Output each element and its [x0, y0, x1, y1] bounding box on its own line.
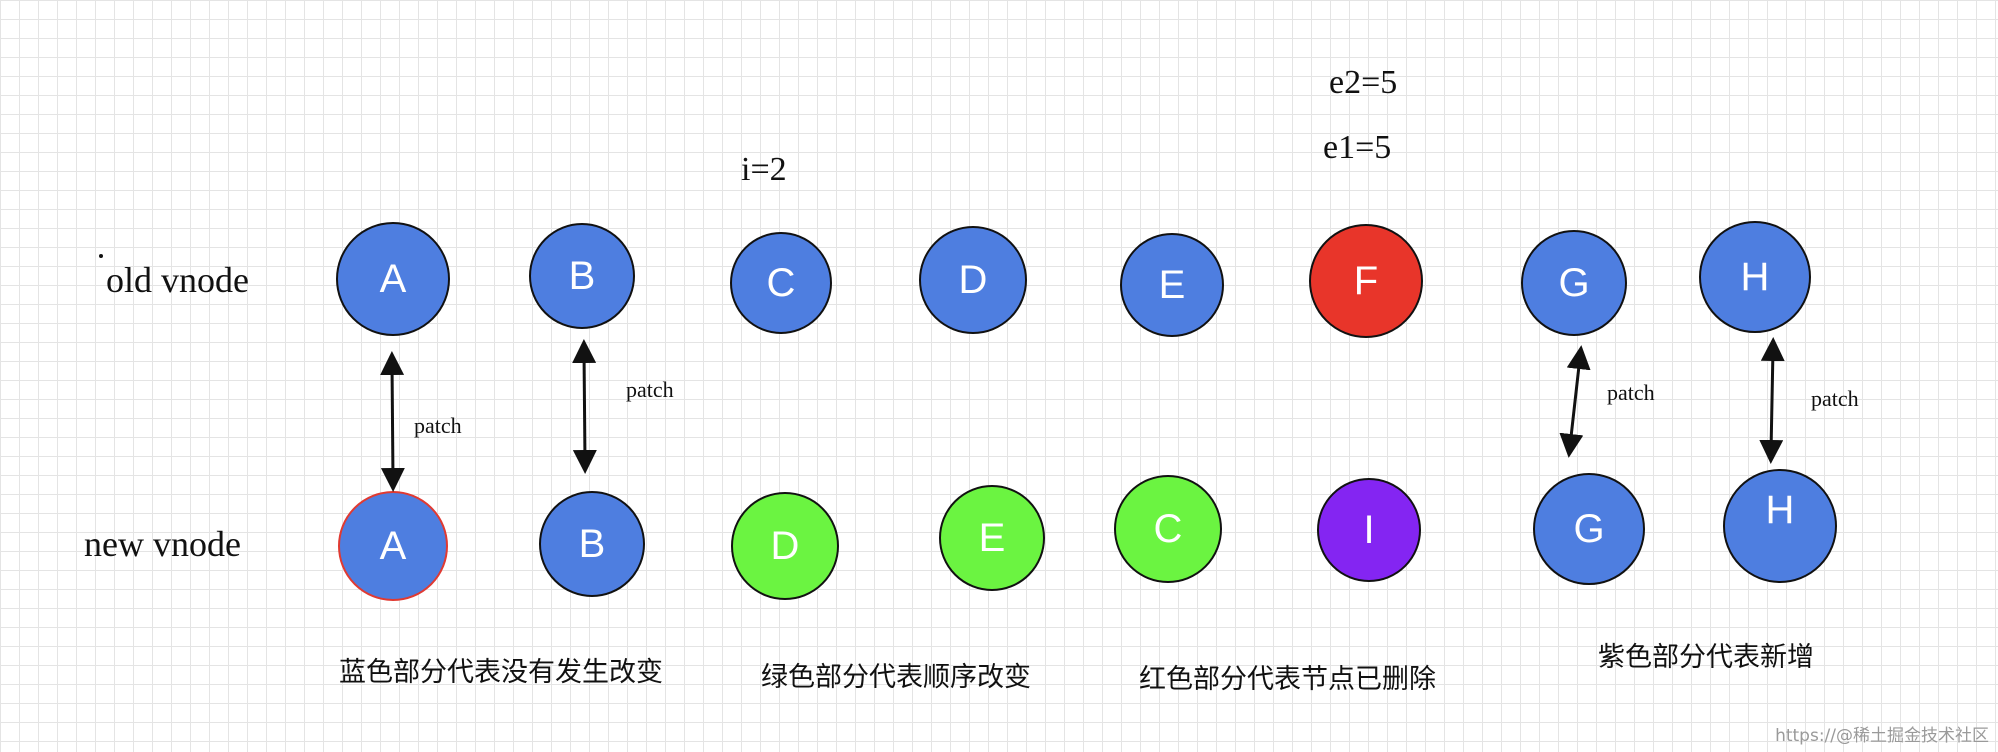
- old-node-d-circle: [919, 226, 1027, 334]
- new-node-b: B: [539, 491, 645, 597]
- old-node-e-label: E: [1159, 263, 1186, 307]
- pointer-i: i=2: [741, 151, 787, 188]
- new-node-b-circle: [539, 491, 645, 597]
- old-node-g-circle: [1521, 230, 1627, 336]
- stray-dot: [99, 254, 103, 258]
- new-node-h: H: [1723, 469, 1837, 583]
- new-node-c-label: C: [1154, 507, 1183, 551]
- new-node-i-circle: [1317, 478, 1421, 582]
- patch-arrow-g: patch: [1559, 345, 1655, 458]
- new-node-c: C: [1114, 475, 1222, 583]
- old-node-h-circle: [1699, 221, 1811, 333]
- old-vnode-label: old vnode: [106, 260, 249, 300]
- new-node-d-label: D: [771, 524, 800, 568]
- old-node-h: H: [1699, 221, 1811, 333]
- patch-label-a: patch: [414, 413, 462, 438]
- old-node-g: G: [1521, 230, 1627, 336]
- new-node-d: D: [731, 492, 839, 600]
- new-vnode-label: new vnode: [84, 524, 241, 564]
- old-node-f-circle: [1309, 224, 1423, 338]
- new-node-i-label: I: [1363, 508, 1374, 552]
- patch-arrow-b: patch: [572, 339, 674, 474]
- patch-label-b: patch: [626, 377, 674, 402]
- pointer-e2: e2=5: [1329, 64, 1397, 101]
- watermark: https://@稀土掘金技术社区: [1775, 726, 1989, 746]
- new-node-a-circle: [338, 491, 448, 601]
- new-node-g-label: G: [1573, 507, 1604, 551]
- caption-red: 红色部分代表节点已删除: [1139, 664, 1436, 695]
- old-node-c: C: [730, 232, 832, 334]
- new-node-d-circle: [731, 492, 839, 600]
- old-node-c-circle: [730, 232, 832, 334]
- double-arrow-icon: [1559, 345, 1591, 458]
- double-arrow-icon: [1759, 337, 1785, 464]
- new-node-i: I: [1317, 478, 1421, 582]
- old-node-b-circle: [529, 223, 635, 329]
- old-node-c-label: C: [767, 261, 796, 305]
- patch-label-g: patch: [1607, 380, 1655, 405]
- caption-purple: 紫色部分代表新增: [1598, 642, 1814, 673]
- old-node-b-label: B: [569, 254, 596, 298]
- caption-green: 绿色部分代表顺序改变: [761, 662, 1031, 693]
- new-node-g: G: [1533, 473, 1645, 585]
- new-node-a-label: A: [380, 524, 407, 568]
- new-node-h-circle: [1723, 469, 1837, 583]
- old-node-h-label: H: [1741, 255, 1770, 299]
- patch-arrow-a: patch: [380, 351, 462, 492]
- old-node-a: A: [336, 222, 450, 336]
- old-vnode-row: A B C D E F G H: [336, 221, 1811, 338]
- old-node-d-label: D: [959, 258, 988, 302]
- new-node-b-label: B: [579, 522, 606, 566]
- old-node-a-circle: [336, 222, 450, 336]
- new-vnode-row: A B D E C I G H: [338, 469, 1837, 601]
- old-node-a-label: A: [380, 257, 407, 301]
- new-node-a: A: [338, 491, 448, 601]
- new-node-g-circle: [1533, 473, 1645, 585]
- new-node-h-label: H: [1766, 488, 1795, 532]
- patch-arrow-h: patch: [1759, 337, 1859, 464]
- patch-label-h: patch: [1811, 386, 1859, 411]
- double-arrow-icon: [572, 339, 597, 474]
- new-node-e-circle: [939, 485, 1045, 591]
- old-node-b: B: [529, 223, 635, 329]
- old-node-e: E: [1120, 233, 1224, 337]
- double-arrow-icon: [380, 351, 405, 492]
- old-node-g-label: G: [1558, 261, 1589, 305]
- new-node-c-circle: [1114, 475, 1222, 583]
- old-node-f-label: F: [1354, 259, 1378, 303]
- new-node-e-label: E: [979, 516, 1006, 560]
- caption-blue: 蓝色部分代表没有发生改变: [339, 657, 663, 688]
- new-node-e: E: [939, 485, 1045, 591]
- old-node-f: F: [1309, 224, 1423, 338]
- pointer-e1: e1=5: [1323, 129, 1391, 166]
- old-node-d: D: [919, 226, 1027, 334]
- old-node-e-circle: [1120, 233, 1224, 337]
